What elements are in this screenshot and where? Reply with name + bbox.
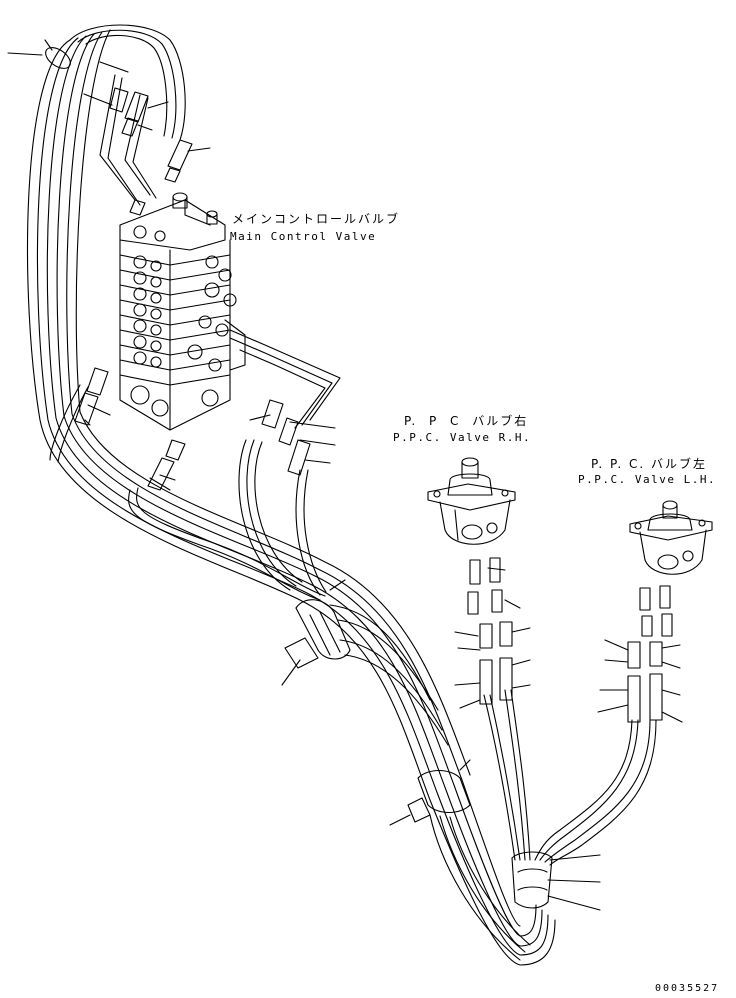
- ppc-valve-rh-label-jp: P. P C バルブ右: [404, 414, 529, 428]
- ppc-valve-lh-label-en: P.P.C. Valve L.H.: [578, 473, 717, 486]
- ppc-valve-rh-label-en: P.P.C. Valve R.H.: [393, 431, 532, 444]
- ppc-lh-fittings: [627, 585, 673, 723]
- drawing-number: 00035527: [655, 983, 720, 994]
- bundle-band-upper: [281, 579, 449, 746]
- ppc-valve-lh-label-jp: P. P. C. バルブ左: [591, 457, 708, 471]
- hoses-ppc-lh: [534, 719, 657, 866]
- hose-clamp-top: [7, 39, 71, 69]
- ppc-rh-fittings: [467, 557, 513, 705]
- hoses-ppc-rh: [483, 689, 531, 861]
- leader-lines-ppc-rh: [454, 567, 531, 709]
- ppc-valve-rh: [427, 457, 516, 545]
- main-control-valve: [119, 192, 341, 431]
- bundle-band-middle: [389, 759, 531, 961]
- main-control-valve-label-jp: メインコントロールバルブ: [232, 212, 401, 226]
- leader-lines-ppc-lh: [597, 639, 683, 723]
- leader-lines-valve-area: [83, 61, 336, 491]
- fittings-left: [74, 87, 311, 491]
- ppc-valve-lh: [629, 500, 713, 575]
- hose-bundle-valve-down: [49, 384, 327, 601]
- main-control-valve-label-en: Main Control Valve: [230, 230, 377, 243]
